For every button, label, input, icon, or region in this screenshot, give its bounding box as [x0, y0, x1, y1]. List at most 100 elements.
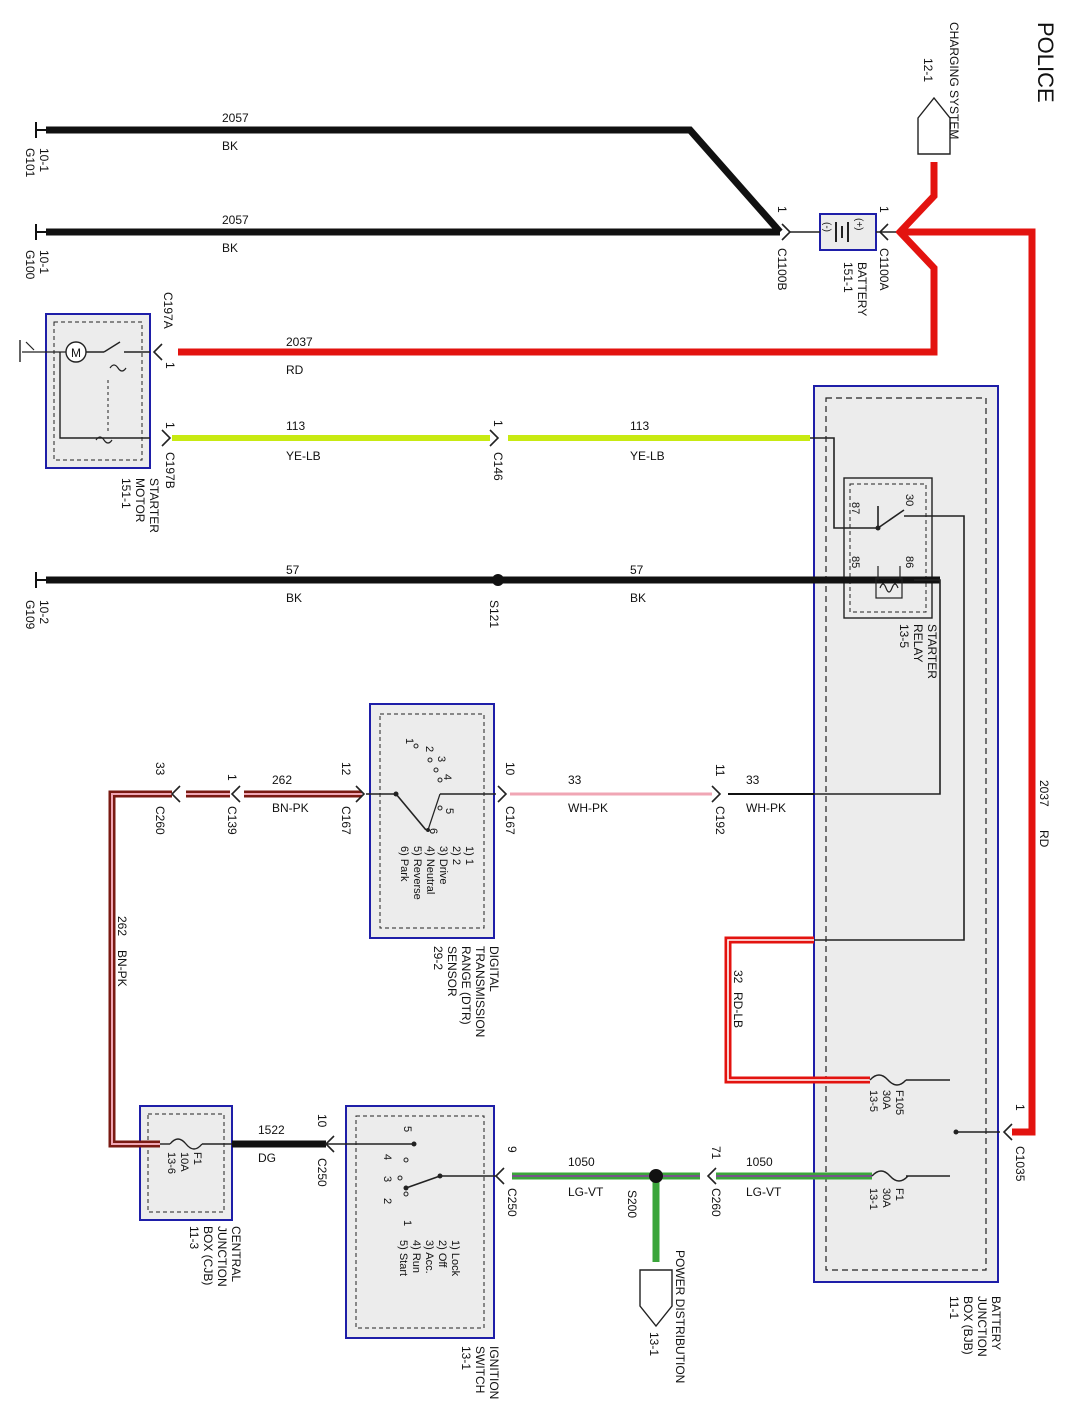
- c197b-pin: 1: [163, 422, 177, 429]
- connector-c192: 11 C192: [711, 764, 727, 835]
- bjb-label-3: BOX (BJB): [961, 1296, 975, 1355]
- dtr-pos-num: 5: [443, 808, 455, 814]
- wire-label-color: BN-PK: [272, 801, 309, 815]
- bjb-page: 11-1: [947, 1296, 961, 1319]
- f105-amps: 30A: [880, 1090, 892, 1110]
- f1-bjb-fuse: F1 30A 13-1: [867, 1170, 909, 1210]
- dtr-position-list-item: 4) Neutral: [424, 846, 436, 894]
- c167-in-name: C167: [339, 806, 353, 835]
- connector-c167-out: 10 C167: [497, 762, 517, 835]
- ign-position-list-item: 4) Run: [410, 1240, 422, 1273]
- dtr-position-list-item: 1) 1: [463, 846, 475, 865]
- ignition-switch-symbol: 1 2 3 4 5 1) Lock 2) Off 3) Acc. 4) Run …: [381, 1126, 501, 1399]
- wire-label-color: BK: [222, 241, 238, 255]
- ground-g109: G109 10-2: [23, 572, 51, 630]
- wire-label-color: BN-PK: [115, 950, 129, 987]
- wire-label-circuit: 2037: [1037, 780, 1051, 807]
- wire-label-circuit: 57: [630, 563, 644, 577]
- starter-relay-page: 13-5: [897, 624, 911, 648]
- splice-s200-label: S200: [625, 1190, 639, 1218]
- wire-label-circuit: 33: [568, 773, 582, 787]
- wire-label-circuit: 113: [286, 419, 305, 433]
- c197a-name: C197A: [161, 292, 175, 329]
- dtr-pos-num: 1: [403, 738, 415, 744]
- svg-text:M: M: [71, 346, 81, 360]
- splice-s200: [649, 1169, 663, 1183]
- battery-neg: (-): [821, 222, 832, 232]
- dtr-pos-num: 3: [435, 756, 447, 762]
- c1100a-pin: 1: [877, 206, 891, 213]
- wire-label-color: RD-LB: [731, 992, 745, 1028]
- cjb-label-1: CENTRAL: [229, 1226, 243, 1282]
- c197b-name: C197B: [163, 452, 177, 489]
- ground-g101: G101 10-1: [23, 122, 51, 178]
- wire-label-color: WH-PK: [568, 801, 608, 815]
- ignition-switch-page: 13-1: [459, 1346, 473, 1370]
- cjb-fuse-amps: 10A: [178, 1152, 190, 1172]
- dtr-pos-num: 6: [427, 828, 439, 834]
- starter-relay-symbol: 30 87 85 86 STARTER RELAY 13-5: [849, 494, 939, 679]
- battery-page: 151-1: [841, 262, 855, 293]
- ign-pos-num: 1: [401, 1220, 413, 1226]
- dtr-pos-num: 4: [441, 774, 453, 780]
- dtr-pos-num: 2: [423, 746, 435, 752]
- cjb-fuse: F1 10A 13-6 CENTRAL JUNCTION BOX (CJB) 1…: [160, 1138, 243, 1287]
- connector-c1100b: 1 C1100B: [775, 206, 820, 290]
- f1-bjb-ref: 13-1: [867, 1188, 879, 1210]
- c1035-pin: 1: [1013, 1104, 1027, 1111]
- starter-relay-label-2: RELAY: [911, 624, 925, 662]
- wire-label-color: WH-PK: [746, 801, 786, 815]
- cjb-label-2: JUNCTION: [215, 1226, 229, 1287]
- page-title: POLICE: [1033, 22, 1058, 103]
- wire-label-color: BK: [286, 591, 302, 605]
- relay-pin-87: 87: [849, 502, 861, 514]
- charging-system-page: 12-1: [921, 58, 935, 82]
- starter-motor-page: 151-1: [119, 478, 133, 509]
- relay-pin-30: 30: [903, 494, 915, 506]
- charging-system-label: CHARGING SYSTEM: [947, 22, 961, 139]
- battery-pos: (+): [853, 218, 864, 231]
- g100-page: 10-1: [37, 250, 51, 274]
- dtr-position-list-item: 5) Reverse: [411, 846, 423, 900]
- wire-label-circuit: 2057: [222, 213, 249, 227]
- c167-in-pin: 12: [339, 762, 353, 776]
- wire-label-circuit: 1050: [568, 1155, 595, 1169]
- wire-label-circuit: 33: [746, 773, 760, 787]
- central-junction-box: [139, 1105, 233, 1221]
- c250-out-pin: 9: [505, 1146, 519, 1153]
- bjb-label-1: BATTERY: [989, 1296, 1003, 1350]
- wire-label-circuit: 2057: [222, 111, 249, 125]
- f105-fuse: F105 30A 13-5: [867, 1074, 907, 1115]
- connector-c139: 1 C139: [225, 774, 241, 835]
- connector-c250-in: 10 C250: [315, 1114, 346, 1187]
- c139-pin: 1: [225, 774, 239, 781]
- battery-label: BATTERY: [855, 262, 869, 316]
- starter-motor-symbol: M STARTER MOTOR 151-1: [19, 340, 161, 533]
- relay-internal-86: [814, 579, 941, 795]
- ign-pos-num: 4: [381, 1154, 393, 1160]
- ignition-switch-label-1: IGNITION: [487, 1346, 501, 1399]
- ground-g100: G100 10-1: [23, 224, 51, 280]
- connector-c197b: 1 C197B: [161, 422, 177, 489]
- c146-pin: 1: [491, 420, 505, 427]
- wire-32-rdlb-stripe: [727, 939, 870, 1081]
- wire-label-color: YE-LB: [286, 449, 321, 463]
- power-distribution-connector: POWER DISTRIBUTION 13-1: [639, 1250, 687, 1383]
- dtr-page: 29-2: [431, 946, 445, 970]
- dtr-position-list-item: 6) Park: [398, 846, 410, 882]
- cjb-fuse-ref: 13-6: [165, 1152, 177, 1174]
- c167-out-pin: 10: [503, 762, 517, 776]
- wire-label-color: DG: [258, 1151, 276, 1165]
- connector-c260-bot: 71 C260: [706, 1146, 723, 1217]
- starter-relay-label-1: STARTER: [925, 624, 939, 679]
- cjb-label-3: BOX (CJB): [201, 1226, 215, 1285]
- f1-bjb-name: F1: [893, 1188, 905, 1201]
- c139-name: C139: [225, 806, 239, 835]
- dtr-label-2: TRANSMISSION: [473, 946, 487, 1037]
- dtr-position-list-item: 2) 2: [450, 846, 462, 865]
- splice-s121-label: S121: [487, 600, 501, 628]
- g100-name: G100: [23, 250, 37, 280]
- ign-pos-num: 5: [401, 1126, 413, 1132]
- connector-c260-top: 33 C260: [153, 762, 181, 835]
- connector-c250-out: 9 C250: [494, 1146, 519, 1217]
